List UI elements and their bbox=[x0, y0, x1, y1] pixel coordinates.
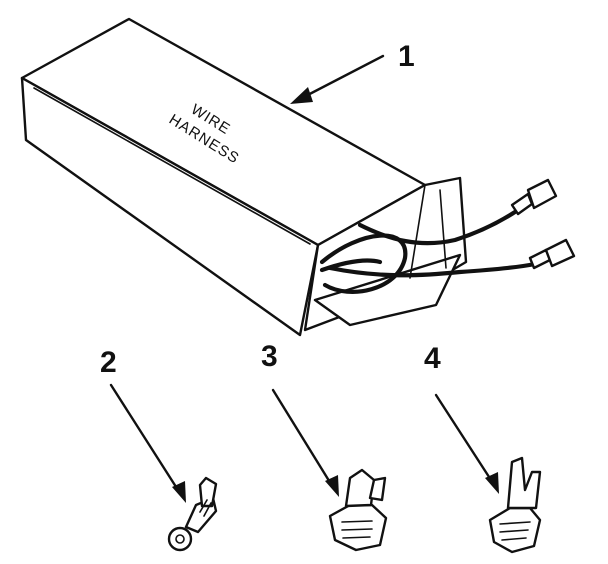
callout-4: 4 bbox=[424, 342, 499, 494]
ring-terminal-eye bbox=[167, 526, 193, 552]
box-top-edge-inner bbox=[33, 87, 311, 245]
wire-terminal-lower bbox=[528, 238, 576, 270]
callout-label-4: 4 bbox=[424, 342, 441, 375]
callout-label-2: 2 bbox=[100, 346, 117, 379]
box-corner-edge bbox=[409, 184, 426, 279]
callout-arrowhead-2 bbox=[172, 481, 186, 503]
callout-3: 3 bbox=[261, 340, 339, 497]
wire-lead-1 bbox=[357, 207, 521, 246]
box-front-face bbox=[20, 76, 320, 337]
callout-arrow-1 bbox=[298, 54, 385, 101]
callout-label-1: 1 bbox=[398, 40, 415, 73]
callout-arrowhead-3 bbox=[325, 475, 339, 497]
wire-bundle bbox=[319, 258, 383, 273]
callout-2: 2 bbox=[100, 346, 186, 503]
wire-loop-1 bbox=[319, 233, 408, 294]
box-open-edge bbox=[439, 189, 447, 269]
ring-terminal bbox=[167, 476, 218, 552]
callout-1: 1 bbox=[290, 40, 415, 104]
callout-arrowhead-4 bbox=[485, 472, 499, 494]
wire-lead-2 bbox=[327, 261, 538, 278]
callout-arrow-2 bbox=[109, 383, 180, 492]
callout-arrow-3 bbox=[271, 388, 333, 486]
wire-harness-box: WIRE HARNESS bbox=[20, 17, 468, 337]
quick-disconnect-terminal bbox=[488, 456, 542, 554]
callout-arrowhead-1 bbox=[290, 87, 313, 104]
harness-wires bbox=[319, 178, 576, 294]
callout-arrow-4 bbox=[434, 393, 493, 482]
wire-terminal-upper bbox=[510, 178, 558, 216]
callout-label-3: 3 bbox=[261, 340, 278, 373]
flag-terminal bbox=[328, 468, 388, 552]
